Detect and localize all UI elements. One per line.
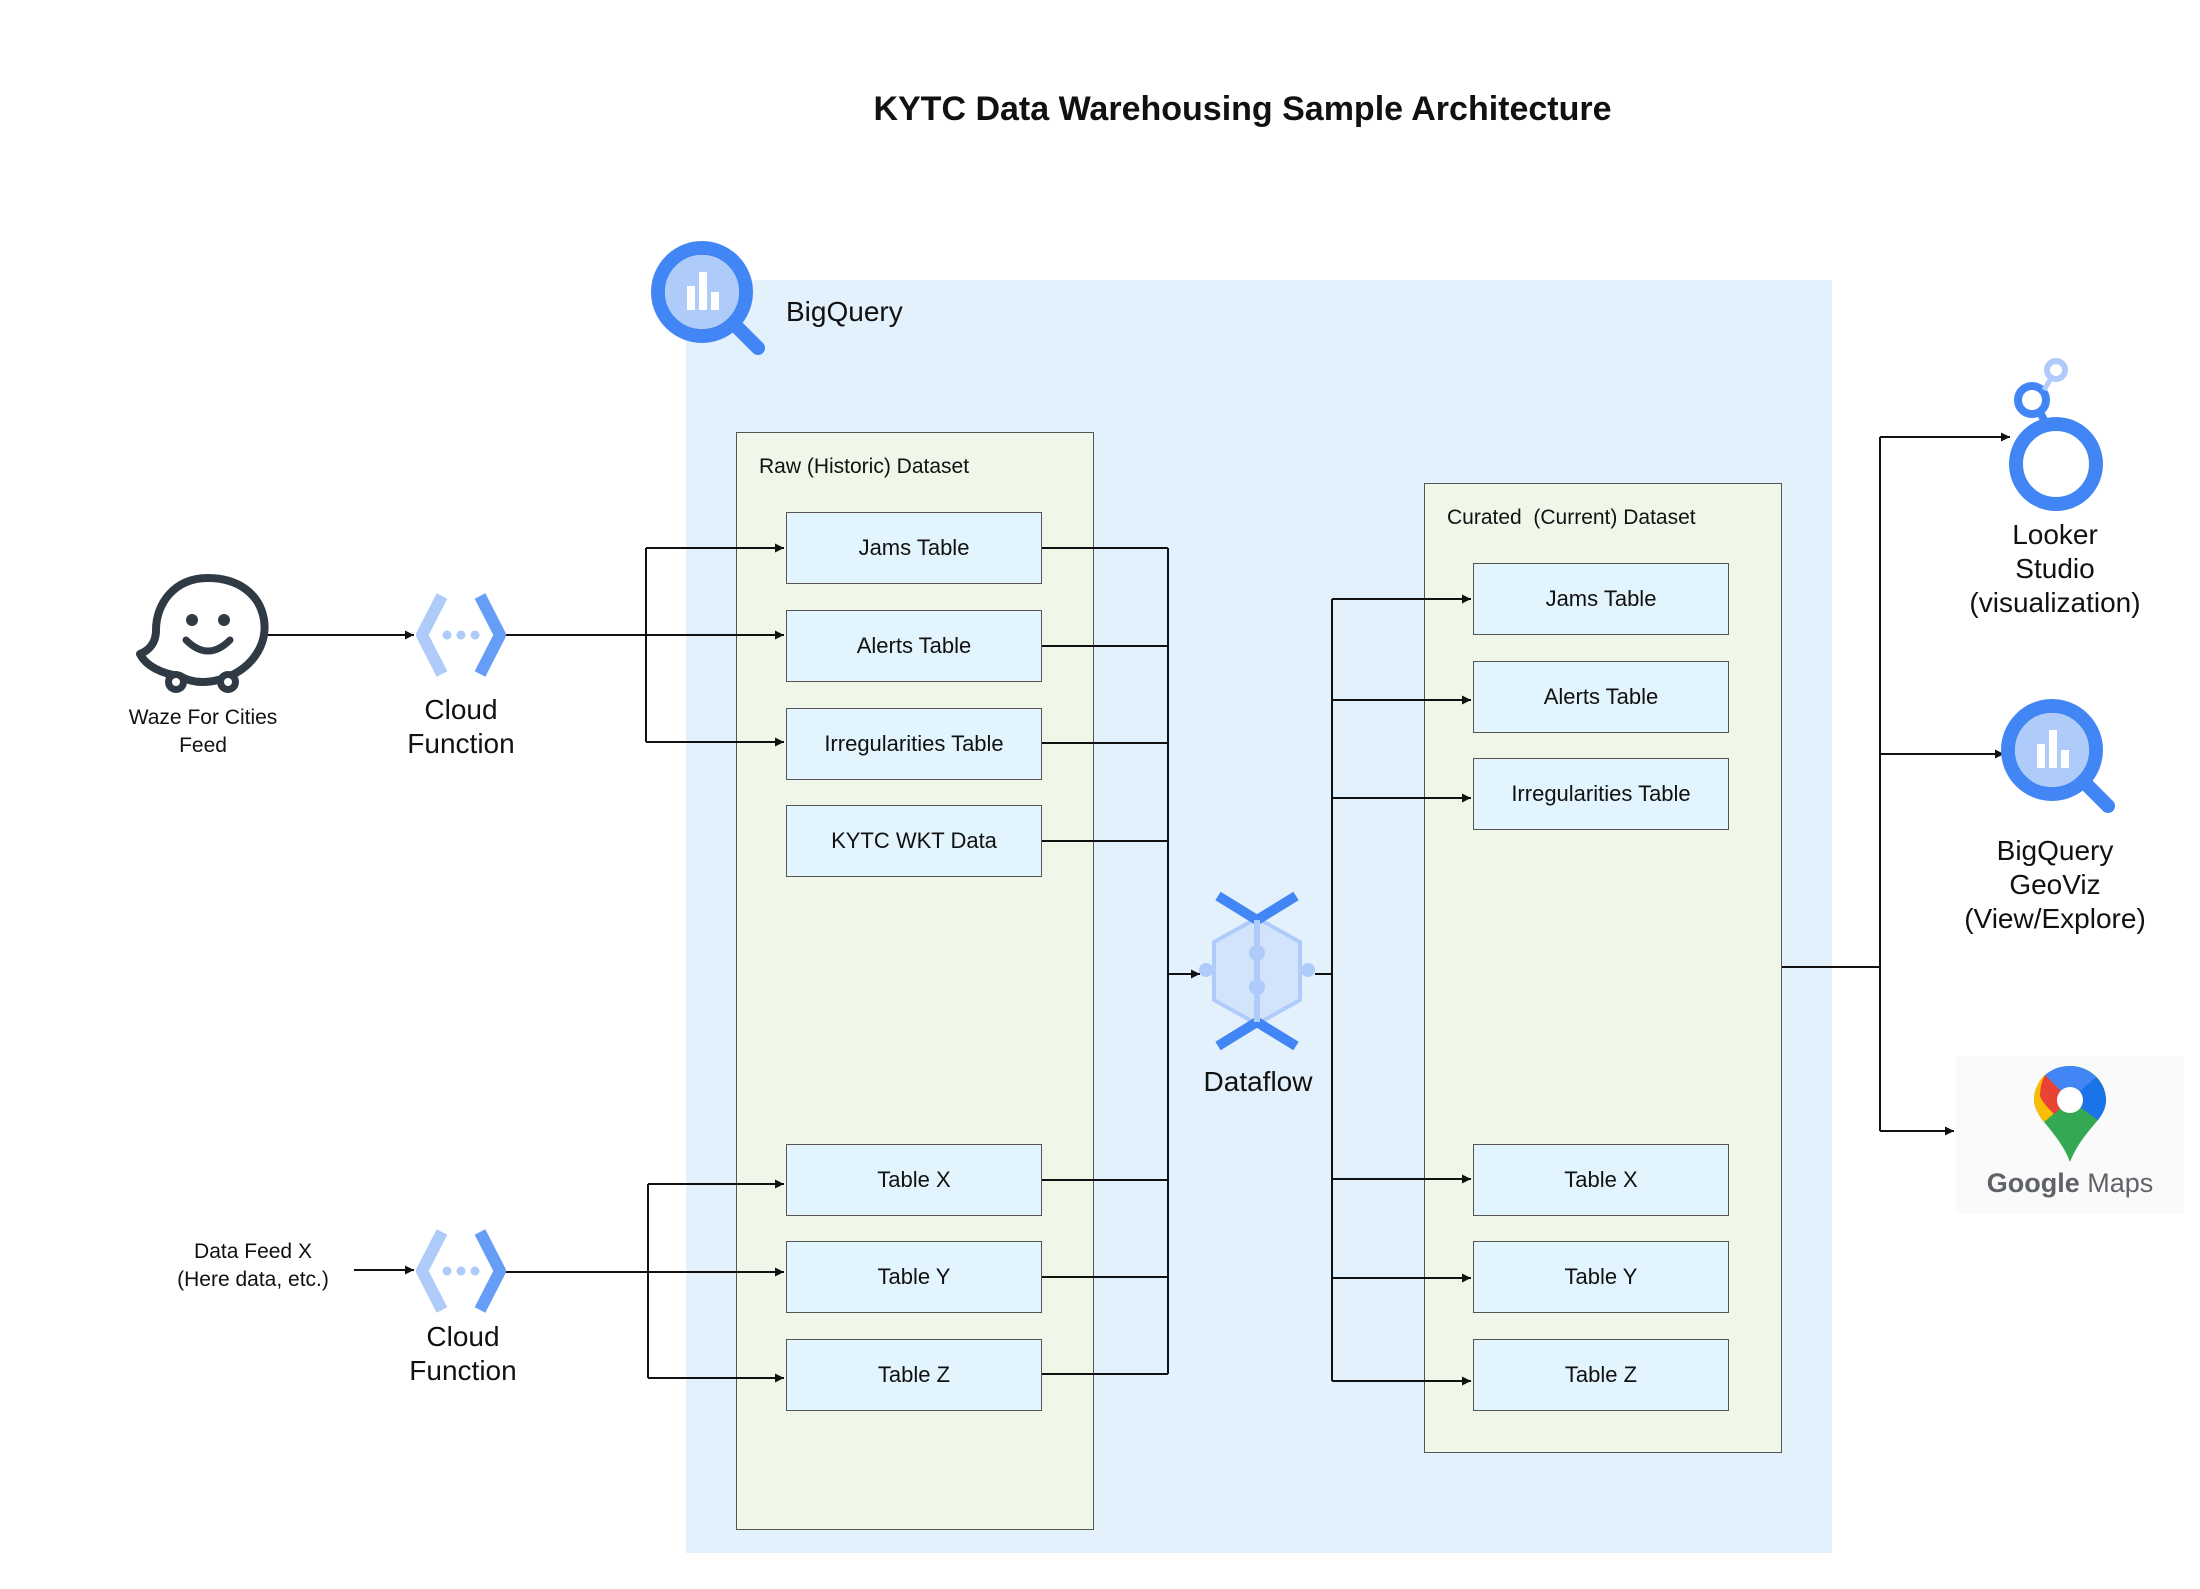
- dataflow-label: Dataflow: [1203, 1066, 1313, 1097]
- curated-table-z: Table Z: [1473, 1339, 1729, 1411]
- raw-table-x: Table X: [786, 1144, 1042, 1216]
- curated-alerts-table: Alerts Table: [1473, 661, 1729, 733]
- google-word: Google: [1986, 1168, 2080, 1198]
- maps-word: Maps: [2087, 1168, 2154, 1198]
- raw-table-z: Table Z: [786, 1339, 1042, 1411]
- cloud-function-icon: [416, 593, 506, 677]
- waze-icon: [136, 574, 269, 693]
- diagram-title: KYTC Data Warehousing Sample Architectur…: [873, 90, 1612, 128]
- data-feed-x-label: Data Feed X (Here data, etc.): [177, 1240, 329, 1291]
- curated-irregularities-table: Irregularities Table: [1473, 758, 1729, 830]
- cloud-function-label: Cloud Function: [409, 1321, 517, 1386]
- dataflow-icon: [1199, 891, 1315, 1051]
- waze-label: Waze For Cities Feed: [128, 706, 278, 757]
- curated-jams-table: Jams Table: [1473, 563, 1729, 635]
- bigquery-geoviz-icon: [2001, 699, 2115, 813]
- raw-irregularities-table: Irregularities Table: [786, 708, 1042, 780]
- raw-alerts-table: Alerts Table: [786, 610, 1042, 682]
- raw-jams-table: Jams Table: [786, 512, 1042, 584]
- google-maps-logo: Google Maps: [1956, 1056, 2184, 1214]
- raw-table-y: Table Y: [786, 1241, 1042, 1313]
- bigquery-geoviz-label: BigQuery GeoViz (View/Explore): [1964, 835, 2146, 934]
- looker-studio-label: Looker Studio (visualization): [1969, 519, 2141, 618]
- looker-studio-icon: [2009, 358, 2103, 511]
- raw-kytc-wkt-data: KYTC WKT Data: [786, 805, 1042, 877]
- google-maps-wordmark: Google Maps: [1964, 1168, 2176, 1199]
- cloud-function-label: Cloud Function: [407, 694, 515, 759]
- curated-dataset-title: Curated (Current) Dataset: [1447, 506, 1696, 529]
- google-maps-pin-icon: [2034, 1066, 2106, 1162]
- raw-dataset-title: Raw (Historic) Dataset: [759, 455, 970, 478]
- bigquery-label: BigQuery: [786, 296, 903, 327]
- curated-table-x: Table X: [1473, 1144, 1729, 1216]
- cloud-function-icon: [416, 1229, 506, 1313]
- bigquery-icon: [651, 241, 765, 355]
- curated-table-y: Table Y: [1473, 1241, 1729, 1313]
